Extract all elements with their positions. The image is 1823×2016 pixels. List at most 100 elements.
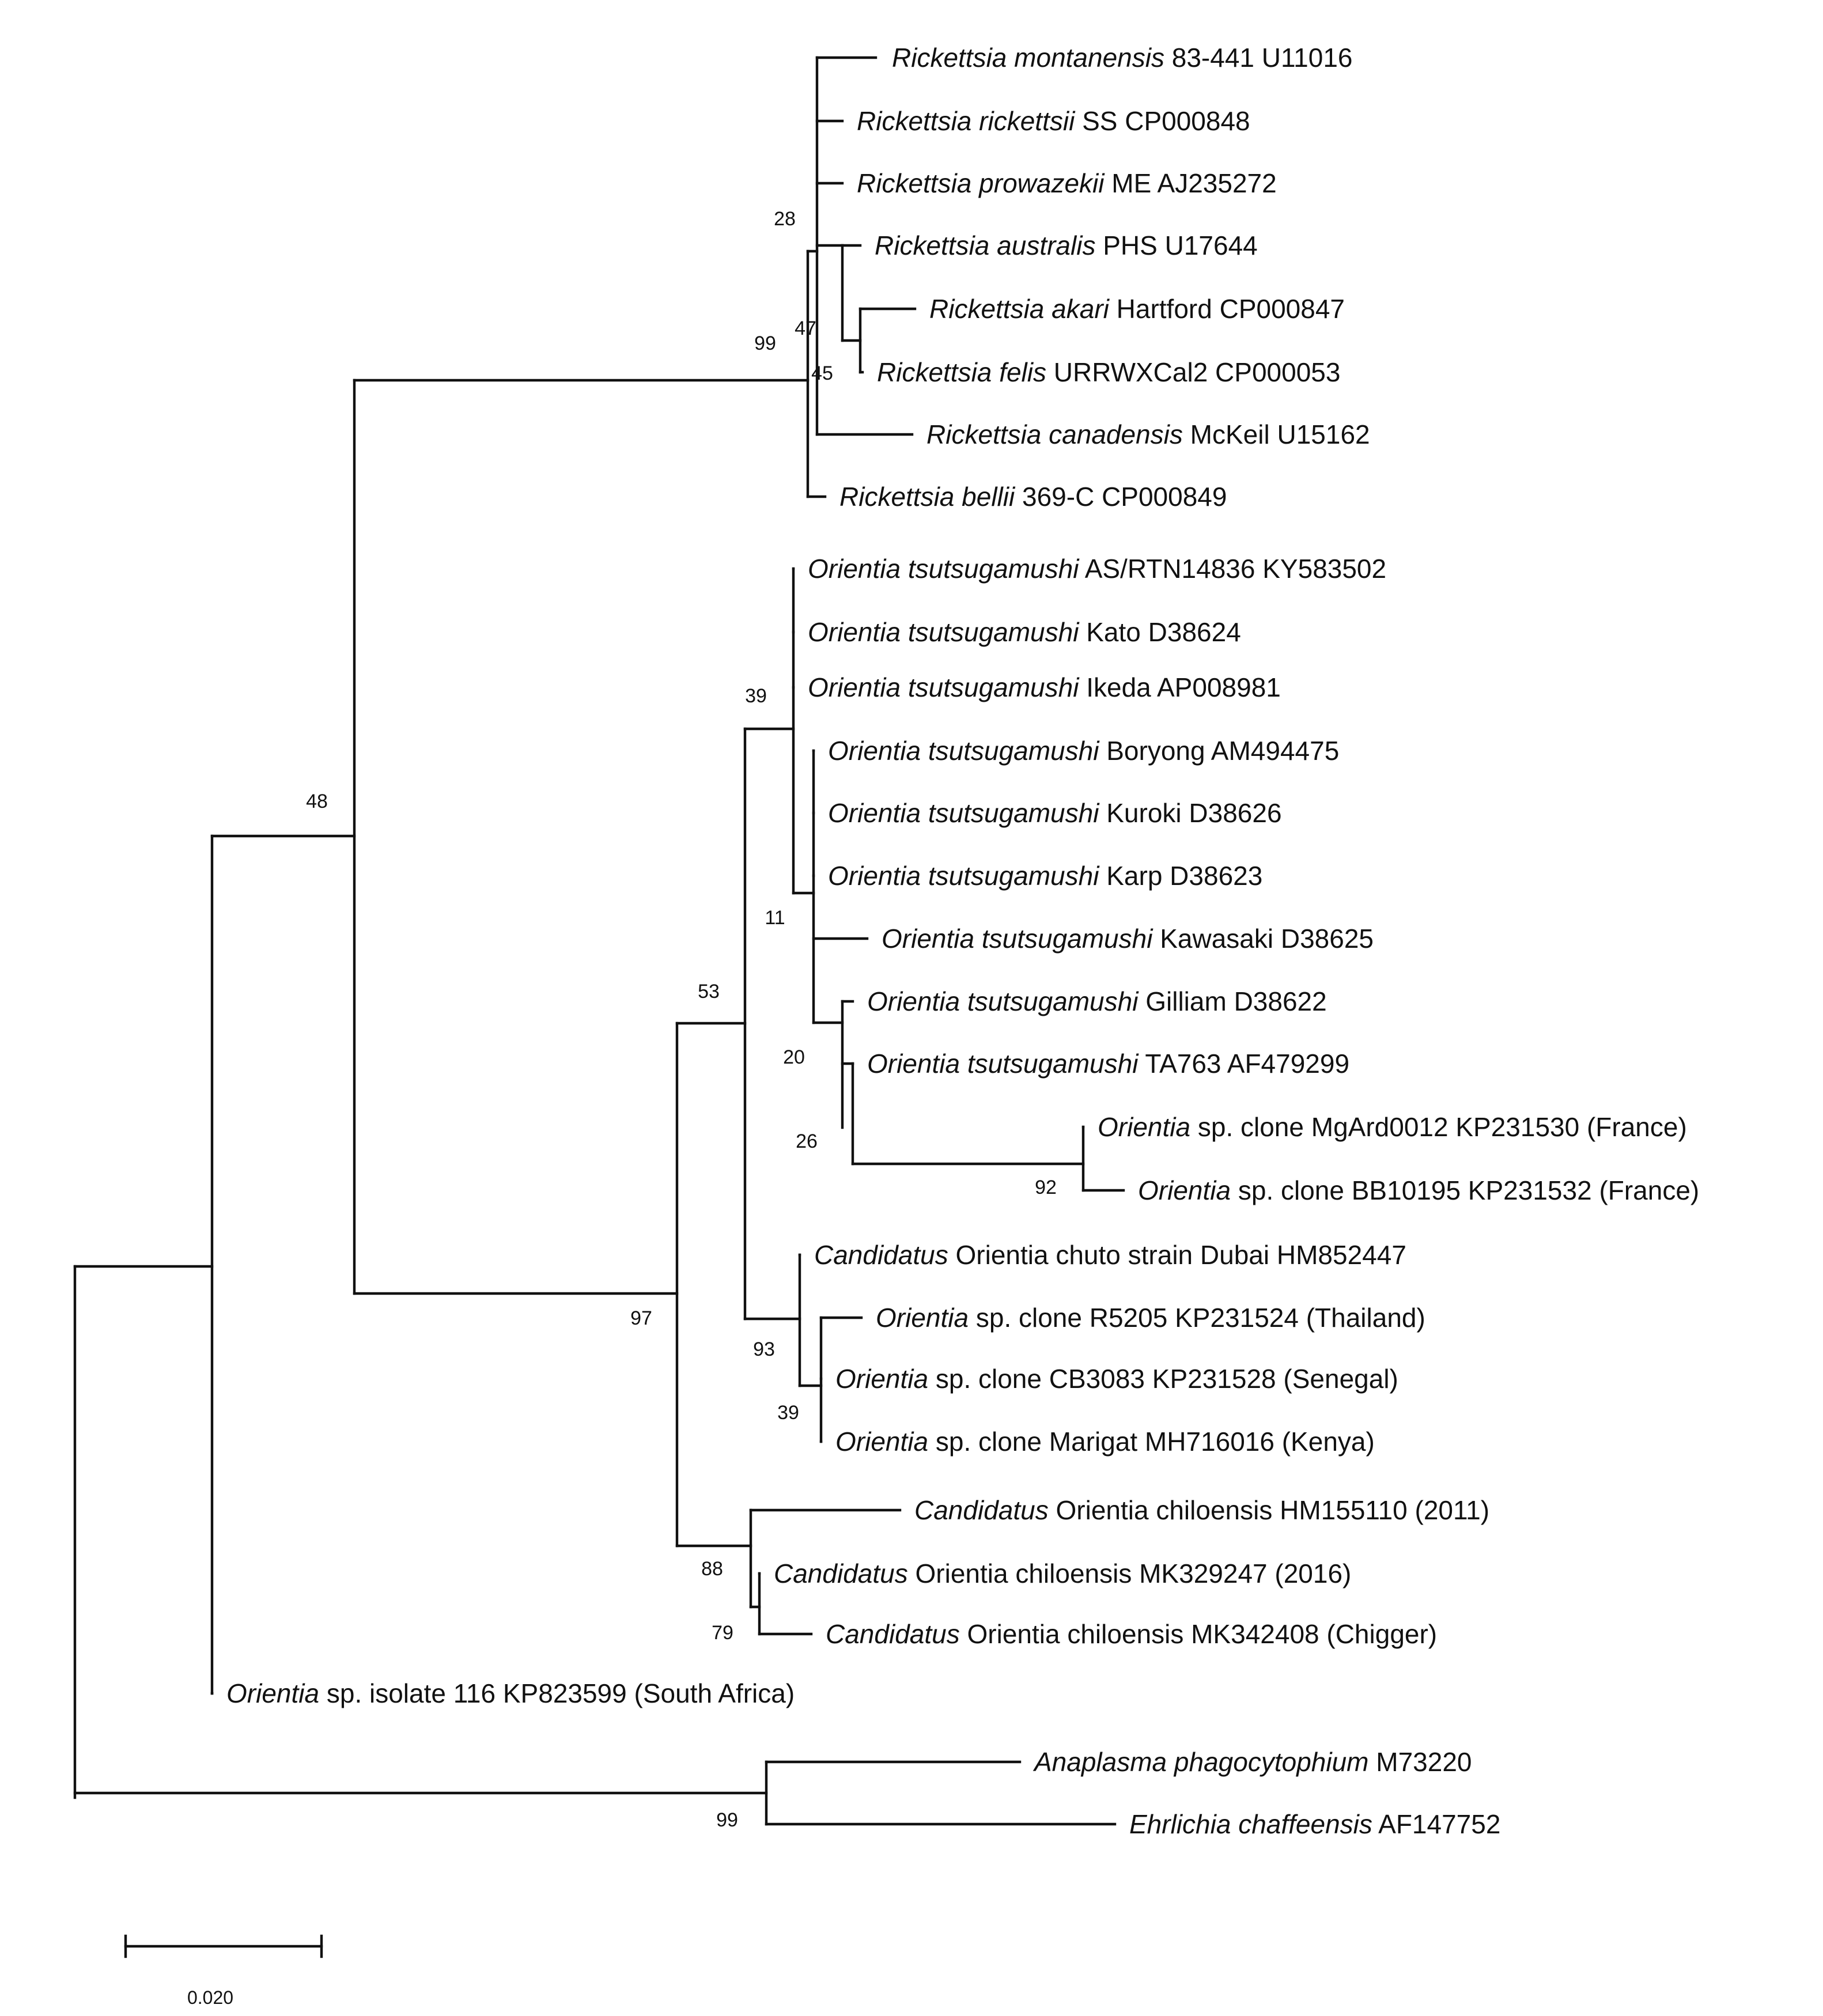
taxon-label: Candidatus Orientia chiloensis MK342408 …	[826, 1619, 1437, 1649]
taxon-detail: sp. isolate 116 KP823599 (South Africa)	[319, 1678, 795, 1708]
taxon-label: Rickettsia felis URRWXCal2 CP000053	[877, 357, 1340, 387]
bootstrap-values: 28 47 99 45 39 48 11 53 20 26 92 97 93 3…	[306, 208, 1057, 1831]
taxon-genus: Rickettsia prowazekii	[857, 168, 1105, 198]
taxon-genus: Orientia tsutsugamushi	[808, 672, 1080, 702]
taxon-label: Orientia sp. clone CB3083 KP231528 (Sene…	[835, 1364, 1398, 1394]
taxon-label: Rickettsia montanensis 83-441 U11016	[892, 43, 1353, 73]
bootstrap-value: 88	[701, 1558, 723, 1580]
bootstrap-value: 26	[796, 1130, 818, 1152]
taxon-detail: Orientia chiloensis MK329247 (2016)	[908, 1559, 1352, 1588]
taxon-detail: AF147752	[1372, 1809, 1501, 1839]
scale-bar: 0.020	[124, 1934, 323, 2008]
bootstrap-value: 39	[745, 685, 767, 707]
taxon-genus: Rickettsia australis	[875, 230, 1095, 260]
taxon-label: Orientia sp. clone R5205 KP231524 (Thail…	[876, 1303, 1425, 1333]
bootstrap-value: 93	[753, 1338, 775, 1360]
taxon-label: Ehrlichia chaffeensis AF147752	[1129, 1809, 1500, 1839]
taxon-label: Orientia tsutsugamushi Kuroki D38626	[828, 798, 1282, 828]
taxon-detail: Kuroki D38626	[1099, 798, 1281, 828]
taxon-detail: SS CP000848	[1075, 106, 1250, 136]
taxon-genus: Rickettsia felis	[877, 357, 1046, 387]
taxon-detail: PHS U17644	[1095, 230, 1257, 260]
taxon-genus: Orientia	[876, 1303, 969, 1333]
taxon-detail: sp. clone MgArd0012 KP231530 (France)	[1190, 1112, 1687, 1142]
taxon-label: Anaplasma phagocytophium M73220	[1032, 1747, 1472, 1777]
taxon-genus: Candidatus	[774, 1559, 908, 1588]
taxon-detail: 369-C CP000849	[1015, 482, 1227, 512]
taxon-label: Orientia tsutsugamushi Kawasaki D38625	[882, 924, 1374, 954]
taxon-detail: Orientia chiloensis MK342408 (Chigger)	[960, 1619, 1437, 1649]
taxon-detail: Kato D38624	[1079, 617, 1240, 647]
taxon-detail: Orientia chiloensis HM155110 (2011)	[1049, 1495, 1489, 1525]
bootstrap-value: 97	[630, 1307, 652, 1329]
taxon-detail: sp. clone CB3083 KP231528 (Senegal)	[928, 1364, 1398, 1394]
taxon-label: Rickettsia akari Hartford CP000847	[929, 294, 1345, 324]
bootstrap-value: 39	[777, 1402, 799, 1424]
taxon-genus: Ehrlichia chaffeensis	[1129, 1809, 1372, 1839]
taxon-label: Candidatus Orientia chiloensis MK329247 …	[774, 1559, 1351, 1588]
taxon-label: Rickettsia rickettsii SS CP000848	[857, 106, 1250, 136]
bootstrap-value: 99	[754, 332, 776, 354]
branches	[73, 56, 1125, 1826]
taxon-detail: Karp D38623	[1099, 861, 1262, 891]
taxon-detail: sp. clone Marigat MH716016 (Kenya)	[928, 1427, 1375, 1457]
taxon-detail: McKeil U15162	[1183, 419, 1370, 449]
taxon-genus: Orientia tsutsugamushi	[867, 1049, 1139, 1079]
bootstrap-value: 47	[795, 317, 816, 339]
taxon-detail: M73220	[1368, 1747, 1472, 1777]
bootstrap-value: 20	[783, 1046, 805, 1068]
bootstrap-value: 92	[1035, 1177, 1057, 1198]
taxon-detail: Orientia chuto strain Dubai HM852447	[948, 1240, 1406, 1270]
taxon-label: Rickettsia bellii 369-C CP000849	[839, 482, 1227, 512]
taxon-genus: Orientia tsutsugamushi	[828, 736, 1100, 766]
taxon-label: Orientia sp. clone BB10195 KP231532 (Fra…	[1138, 1175, 1699, 1205]
taxon-detail: Boryong AM494475	[1099, 736, 1339, 766]
bootstrap-value: 53	[698, 981, 720, 1003]
taxon-genus: Orientia	[835, 1364, 928, 1394]
taxon-detail: 83-441 U11016	[1164, 43, 1353, 73]
taxon-genus: Anaplasma phagocytophium	[1032, 1747, 1368, 1777]
taxon-label: Orientia sp. clone MgArd0012 KP231530 (F…	[1098, 1112, 1687, 1142]
taxon-label: Orientia sp. clone Marigat MH716016 (Ken…	[835, 1427, 1375, 1457]
taxon-genus: Orientia tsutsugamushi	[882, 924, 1153, 954]
taxon-genus: Orientia tsutsugamushi	[808, 554, 1080, 584]
taxon-genus: Rickettsia montanensis	[892, 43, 1164, 73]
taxon-genus: Candidatus	[814, 1240, 948, 1270]
taxon-genus: Rickettsia akari	[929, 294, 1110, 324]
taxon-genus: Orientia tsutsugamushi	[828, 861, 1100, 891]
taxon-label: Orientia sp. isolate 116 KP823599 (South…	[226, 1678, 795, 1708]
taxon-label: Rickettsia australis PHS U17644	[875, 230, 1258, 260]
taxon-detail: URRWXCal2 CP000053	[1046, 357, 1341, 387]
taxon-genus: Rickettsia bellii	[839, 482, 1016, 512]
bootstrap-value: 79	[712, 1622, 733, 1644]
taxon-genus: Candidatus	[826, 1619, 960, 1649]
bootstrap-value: 45	[811, 362, 833, 384]
scale-bar-label: 0.020	[187, 1987, 233, 2008]
taxon-labels: Rickettsia montanensis 83-441 U11016Rick…	[226, 43, 1699, 1839]
taxon-label: Orientia tsutsugamushi Kato D38624	[808, 617, 1241, 647]
taxon-genus: Orientia	[1098, 1112, 1190, 1142]
taxon-detail: Hartford CP000847	[1109, 294, 1345, 324]
taxon-label: Rickettsia prowazekii ME AJ235272	[857, 168, 1277, 198]
taxon-label: Rickettsia canadensis McKeil U15162	[926, 419, 1370, 449]
bootstrap-value: 99	[716, 1809, 738, 1831]
taxon-genus: Orientia	[1138, 1175, 1231, 1205]
taxon-detail: AS/RTN14836 KY583502	[1079, 554, 1386, 584]
taxon-detail: Kawasaki D38625	[1152, 924, 1374, 954]
taxon-detail: sp. clone BB10195 KP231532 (France)	[1231, 1175, 1699, 1205]
bootstrap-value: 11	[765, 907, 785, 929]
taxon-genus: Orientia tsutsugamushi	[867, 986, 1139, 1016]
taxon-detail: ME AJ235272	[1104, 168, 1276, 198]
taxon-label: Orientia tsutsugamushi AS/RTN14836 KY583…	[808, 554, 1386, 584]
taxon-label: Orientia tsutsugamushi Gilliam D38622	[867, 986, 1327, 1016]
taxon-label: Candidatus Orientia chiloensis HM155110 …	[914, 1495, 1489, 1525]
bootstrap-value: 48	[306, 790, 328, 812]
taxon-label: Orientia tsutsugamushi Karp D38623	[828, 861, 1262, 891]
taxon-genus: Rickettsia canadensis	[926, 419, 1183, 449]
taxon-detail: TA763 AF479299	[1138, 1049, 1349, 1079]
taxon-genus: Candidatus	[914, 1495, 1049, 1525]
taxon-detail: Gilliam D38622	[1138, 986, 1326, 1016]
taxon-detail: sp. clone R5205 KP231524 (Thailand)	[969, 1303, 1425, 1333]
